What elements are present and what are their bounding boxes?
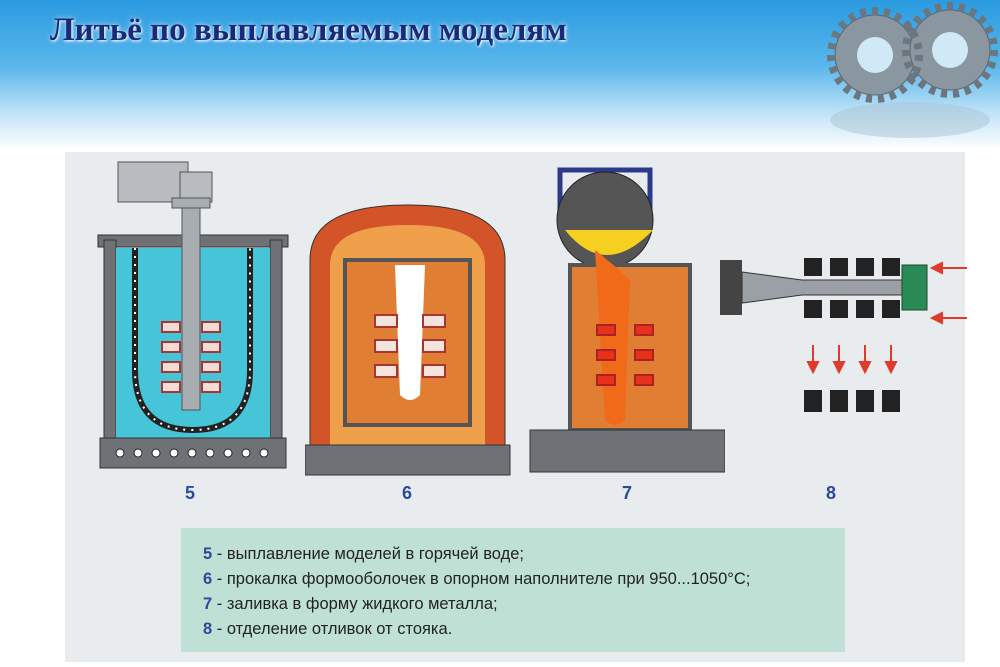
legend-item: 8 - отделение отливок от стояка. [203,620,453,638]
gears-icon [827,2,998,138]
legend-item: 5 - выплавление моделей в горячей воде; [203,545,524,563]
figure-8-separating-castings [720,258,967,412]
legend-item: 7 - заливка в форму жидкого металла; [203,595,498,613]
figure-5-hot-water-bath [97,161,289,469]
figure-6-calcining-furnace [305,204,511,476]
figure-7-pouring-metal [529,167,725,473]
legend-box: 5 - выплавление моделей в горячей воде; … [181,528,845,652]
figure-label-5: 5 [185,483,196,503]
figure-label-7: 7 [622,483,633,503]
figure-label-8: 8 [826,483,837,503]
figure-label-6: 6 [402,483,413,503]
legend-item: 6 - прокалка формооболочек в опорном нап… [203,570,751,588]
slide-title: Литьё по выплавляемым моделям [50,12,567,48]
slide-header: Литьё по выплавляемым моделям [0,0,1000,150]
